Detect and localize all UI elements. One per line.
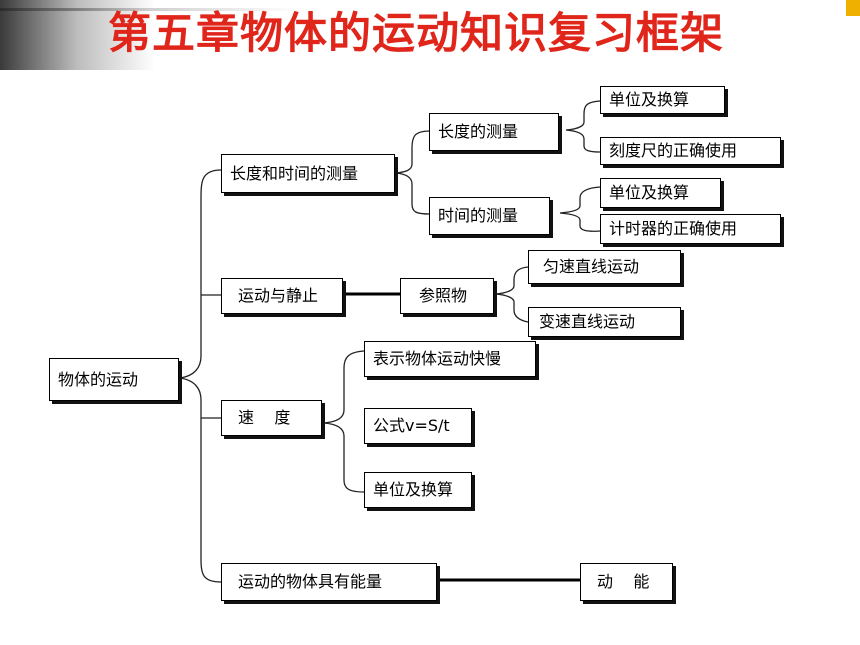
- node-length-unit: 单位及换算: [600, 86, 725, 114]
- node-speed-unit: 单位及换算: [364, 472, 472, 508]
- node-speed-meaning: 表示物体运动快慢: [364, 341, 536, 377]
- slide-header-bar: [0, 0, 860, 70]
- node-motion-rest: 运动与静止: [221, 278, 343, 314]
- node-reference: 参照物: [400, 278, 494, 314]
- node-speed: 速 度: [221, 400, 322, 436]
- node-uniform-linear: 匀速直线运动: [528, 250, 681, 284]
- node-length-measure: 长度的测量: [429, 113, 559, 151]
- brace-root: [179, 169, 222, 583]
- brace-time-measure: [559, 186, 601, 232]
- brace-reference: [495, 266, 529, 323]
- brace-length-time: [395, 130, 431, 215]
- slide-title: 第五章物体的运动知识复习框架: [108, 9, 724, 59]
- node-speed-formula: 公式v=S/t: [364, 408, 472, 444]
- node-variable-linear: 变速直线运动: [528, 307, 681, 337]
- node-timer-use: 计时器的正确使用: [600, 214, 781, 244]
- node-time-unit: 单位及换算: [600, 178, 721, 208]
- brace-length-measure: [565, 100, 601, 153]
- node-length-time: 长度和时间的测量: [221, 154, 395, 193]
- node-time-measure: 时间的测量: [429, 197, 550, 235]
- header-stripe: [0, 8, 300, 11]
- node-energy: 运动的物体具有能量: [221, 563, 437, 601]
- node-ruler-use: 刻度尺的正确使用: [600, 137, 781, 165]
- header-accent: [846, 0, 860, 16]
- node-root: 物体的运动: [49, 358, 179, 401]
- node-kinetic: 动 能: [580, 563, 673, 601]
- brace-speed: [323, 350, 365, 493]
